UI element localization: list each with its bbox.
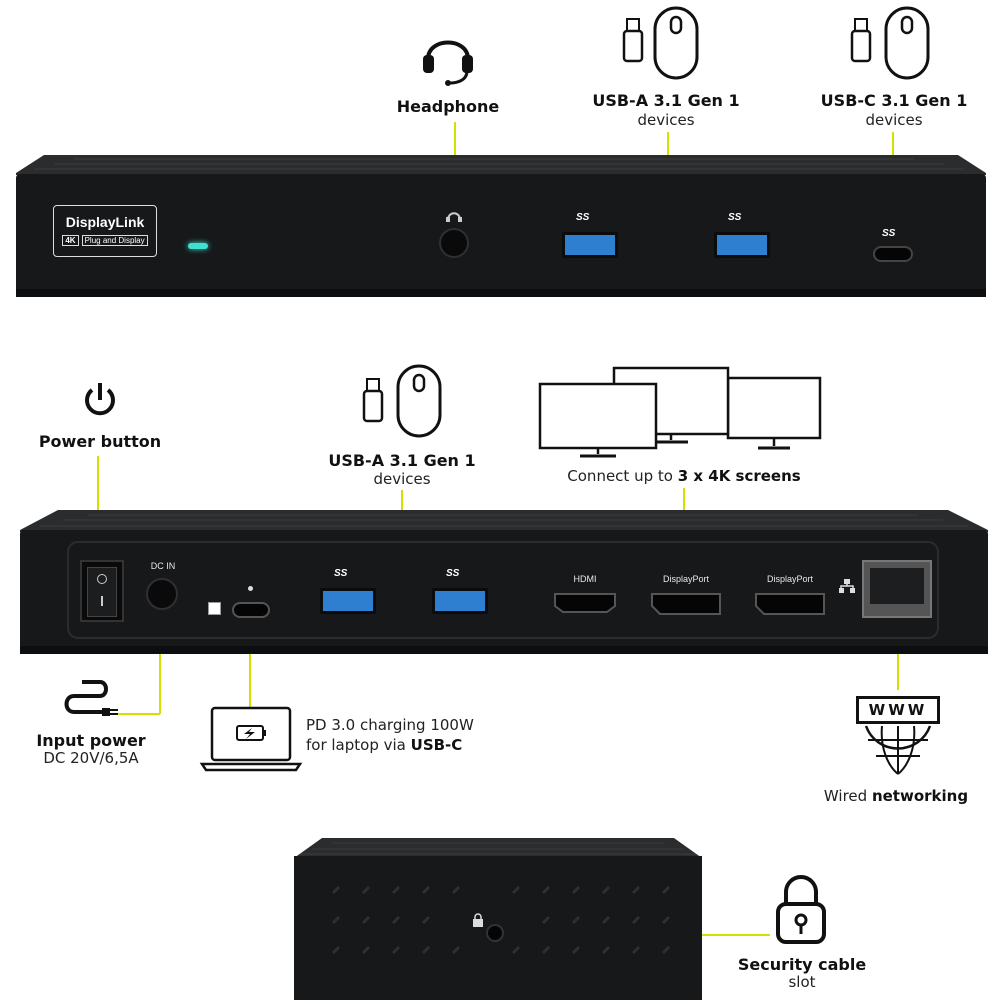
globe-icon: [860, 718, 936, 778]
screens-caption-prefix: Connect up to: [567, 467, 678, 485]
www-text: WWW: [868, 701, 928, 719]
networking-prefix: Wired: [823, 787, 872, 805]
top-usbc-title: USB-C 3.1 Gen 1: [820, 91, 968, 110]
pd-indicator-icon: [208, 602, 221, 615]
displaylink-tagline: Plug and Display: [81, 235, 148, 246]
screens-caption: Connect up to 3 x 4K screens: [540, 467, 828, 485]
power-cable-icon: [62, 678, 122, 726]
security-slot[interactable]: [486, 924, 504, 942]
headphone-label: Headphone: [396, 97, 500, 116]
pd-dot: [248, 586, 253, 591]
pd-caption: PD 3.0 charging 100W for laptop via USB-…: [306, 715, 526, 755]
top-usba-title: USB-A 3.1 Gen 1: [592, 91, 740, 110]
hdmi-port[interactable]: [553, 592, 617, 614]
pd-line-2-prefix: for laptop via: [306, 736, 411, 754]
www-sign: WWW: [856, 696, 940, 724]
usb-stick-icon: [362, 378, 384, 424]
mouse-icon: [653, 6, 699, 80]
power-switch[interactable]: [80, 560, 124, 622]
ss-usb-logo: SS: [882, 228, 896, 239]
ss-usb-logo: SS: [446, 568, 460, 579]
usb-a-port[interactable]: [320, 588, 376, 614]
laptop-charging-icon: [199, 706, 303, 772]
status-led: [188, 243, 208, 249]
pd-line-1: PD 3.0 charging 100W: [306, 716, 474, 734]
input-power-title: Input power: [36, 731, 146, 750]
networking-bold: networking: [871, 787, 969, 805]
top-usba-sub: devices: [637, 111, 695, 129]
power-icon: [80, 380, 120, 420]
usb-stick-icon: [622, 18, 644, 64]
input-power-sub: DC 20V/6,5A: [43, 749, 139, 767]
displayport-1[interactable]: [650, 592, 722, 616]
ss-usb-logo: SS: [334, 568, 348, 579]
displaylink-logo: DisplayLink 4K Plug and Display: [53, 205, 157, 257]
padlock-icon: [774, 874, 828, 946]
pd-line-2-bold: USB-C: [410, 736, 463, 754]
headphone-icon: [420, 25, 476, 86]
ss-usb-logo: SS: [576, 212, 590, 223]
displayport-1-label: DisplayPort: [662, 574, 709, 584]
usb-a-port[interactable]: [562, 232, 618, 258]
hdmi-label: HDMI: [573, 574, 597, 584]
usb-c-pd-port[interactable]: [232, 602, 270, 618]
rear-usba-sub: devices: [373, 470, 431, 488]
dock-rear-panel: [18, 508, 990, 656]
screens-caption-bold: 3 x 4K screens: [677, 467, 801, 485]
usb-stick-icon: [850, 18, 872, 64]
dc-in-jack[interactable]: [146, 578, 178, 610]
ss-usb-logo: SS: [728, 212, 742, 223]
mouse-icon: [884, 6, 930, 80]
security-sub: slot: [788, 973, 816, 991]
usb-c-port[interactable]: [873, 246, 913, 262]
lock-glyph-icon: [472, 912, 484, 927]
displaylink-4k: 4K: [62, 235, 79, 246]
usb-a-port[interactable]: [432, 588, 488, 614]
network-icon: [838, 578, 856, 594]
power-button-label: Power button: [38, 432, 162, 451]
networking-caption: Wired networking: [808, 787, 984, 805]
headphone-jack[interactable]: [439, 228, 469, 258]
monitors-icon: [538, 366, 824, 458]
displayport-2[interactable]: [754, 592, 826, 616]
dock-front-panel: [14, 155, 988, 300]
displayport-2-label: DisplayPort: [766, 574, 813, 584]
usb-a-port[interactable]: [714, 232, 770, 258]
security-title: Security cable: [737, 955, 867, 974]
ethernet-port[interactable]: [862, 560, 932, 618]
mouse-icon: [396, 364, 442, 438]
top-usbc-sub: devices: [865, 111, 923, 129]
switch-off-mark: [97, 574, 107, 584]
displaylink-brand: DisplayLink: [65, 214, 145, 230]
headphone-jack-glyph: [444, 208, 464, 222]
switch-on-mark: [101, 596, 103, 606]
dock-side-panel: [292, 836, 704, 1000]
rear-usba-title: USB-A 3.1 Gen 1: [328, 451, 476, 470]
dc-in-label: DC IN: [150, 561, 176, 571]
